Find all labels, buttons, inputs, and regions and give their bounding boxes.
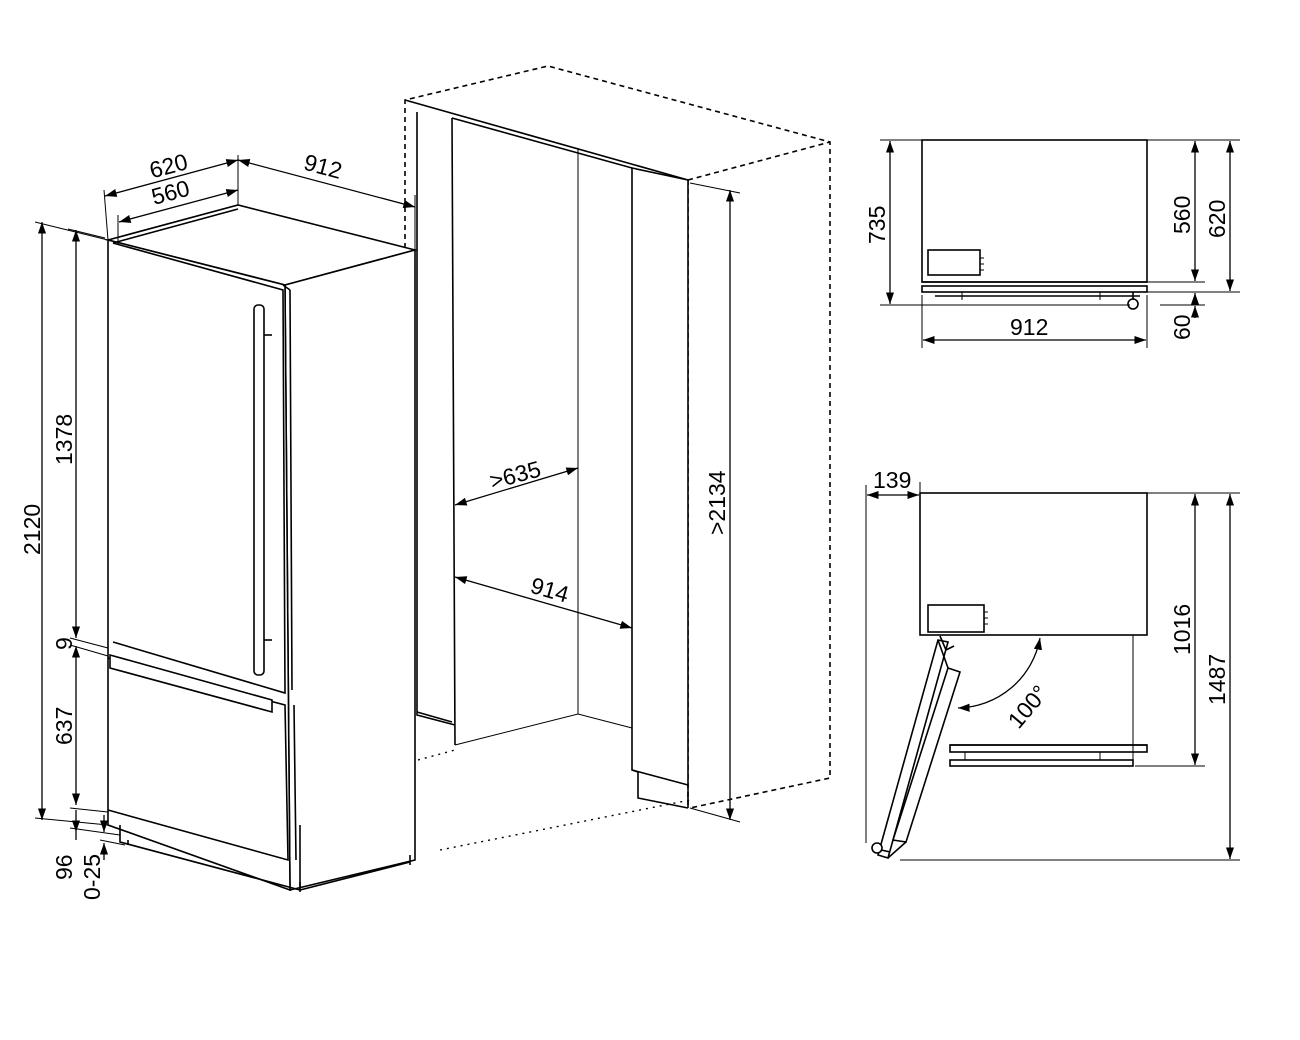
appliance-isometric: [104, 204, 419, 892]
lower-drawer-handle: [109, 653, 273, 714]
dim-plan-60: 60: [1169, 314, 1195, 340]
dim-open-1016: 1016: [1169, 604, 1195, 655]
dim-96: 96: [51, 854, 77, 880]
dim-open-1487: 1487: [1204, 654, 1230, 705]
dim-637: 637: [51, 707, 77, 745]
dim-niche-width: 914: [528, 572, 572, 608]
plan-view-open: 100° 139 1016 1487: [865, 467, 1240, 861]
dim-niche-depth: >635: [487, 456, 544, 495]
dim-niche-height: >2134: [704, 470, 730, 535]
dim-1378: 1378: [51, 414, 77, 465]
plan-view-closed: 735 560 620 60 912: [864, 139, 1240, 348]
dims-appliance: 620 560 912 2120 1378 9 637 96 0-25: [19, 148, 416, 900]
dim-plan-735: 735: [864, 206, 890, 244]
dim-plan-620: 620: [1204, 200, 1230, 238]
dim-plan-912: 912: [1010, 314, 1048, 340]
dim-0-25: 0-25: [79, 854, 105, 900]
upper-door-handle: [253, 304, 265, 676]
installation-niche: >635 914 >2134: [404, 65, 831, 851]
dim-open-139: 139: [873, 467, 911, 493]
dim-9: 9: [51, 637, 77, 650]
dim-plan-560: 560: [1169, 196, 1195, 234]
dim-2120: 2120: [19, 504, 45, 555]
